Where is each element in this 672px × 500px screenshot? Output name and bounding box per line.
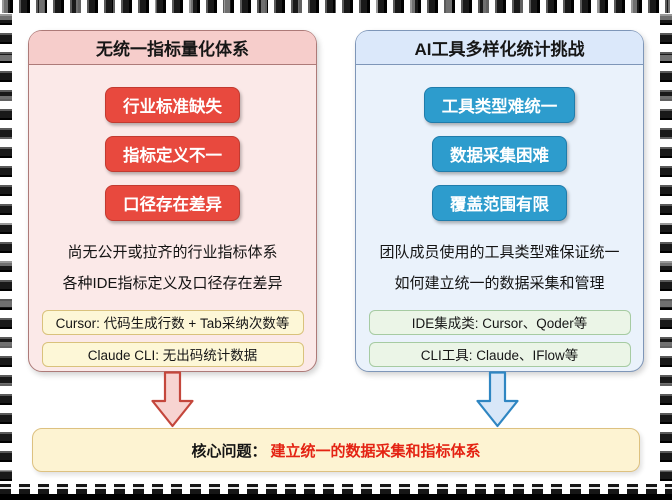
tool-category-note: CLI工具: Claude、IFlow等: [368, 342, 631, 367]
panel-title: AI工具多样化统计挑战: [356, 31, 643, 65]
description-line: 如何建立统一的数据采集和管理: [394, 275, 605, 292]
down-arrow-icon: [151, 371, 194, 428]
challenge-pill: 覆盖范围有限: [432, 185, 567, 221]
conclusion-banner: 核心问题： 建立统一的数据采集和指标体系: [32, 428, 640, 472]
challenge-pill: 数据采集困难: [432, 136, 567, 172]
example-note: Cursor: 代码生成行数 + Tab采纳次数等: [41, 310, 304, 335]
down-arrow-icon: [476, 371, 519, 428]
panel-description: 尚无公开或拉齐的行业指标体系 各种IDE指标定义及口径存在差异: [29, 237, 316, 299]
tool-category-note: IDE集成类: Cursor、Qoder等: [368, 310, 631, 335]
panel-title: 无统一指标量化体系: [29, 31, 316, 65]
frame-edge-right: [660, 14, 672, 482]
frame-edge-top: [2, 0, 670, 13]
description-line: 尚无公开或拉齐的行业指标体系: [67, 244, 278, 261]
description-line: 团队成员使用的工具类型难保证统一: [379, 244, 620, 261]
problem-pill: 指标定义不一: [105, 136, 240, 172]
description-line: 各种IDE指标定义及口径存在差异: [62, 275, 283, 292]
challenge-pill: 工具类型难统一: [423, 87, 576, 123]
panel-metrics-problem: 无统一指标量化体系 行业标准缺失 指标定义不一 口径存在差异 尚无公开或拉齐的行…: [28, 30, 317, 372]
panel-description: 团队成员使用的工具类型难保证统一 如何建立统一的数据采集和管理: [356, 237, 643, 299]
conclusion-prefix: 核心问题：: [191, 442, 267, 460]
problem-pill: 口径存在差异: [105, 185, 240, 221]
frame-edge-left: [0, 14, 12, 482]
problem-pill: 行业标准缺失: [105, 87, 240, 123]
conclusion-highlight: 建立统一的数据采集和指标体系: [270, 442, 481, 460]
example-note: Claude CLI: 无出码统计数据: [41, 342, 304, 367]
panel-tools-challenge: AI工具多样化统计挑战 工具类型难统一 数据采集困难 覆盖范围有限 团队成员使用…: [355, 30, 644, 372]
frame-edge-bottom: [0, 484, 672, 500]
